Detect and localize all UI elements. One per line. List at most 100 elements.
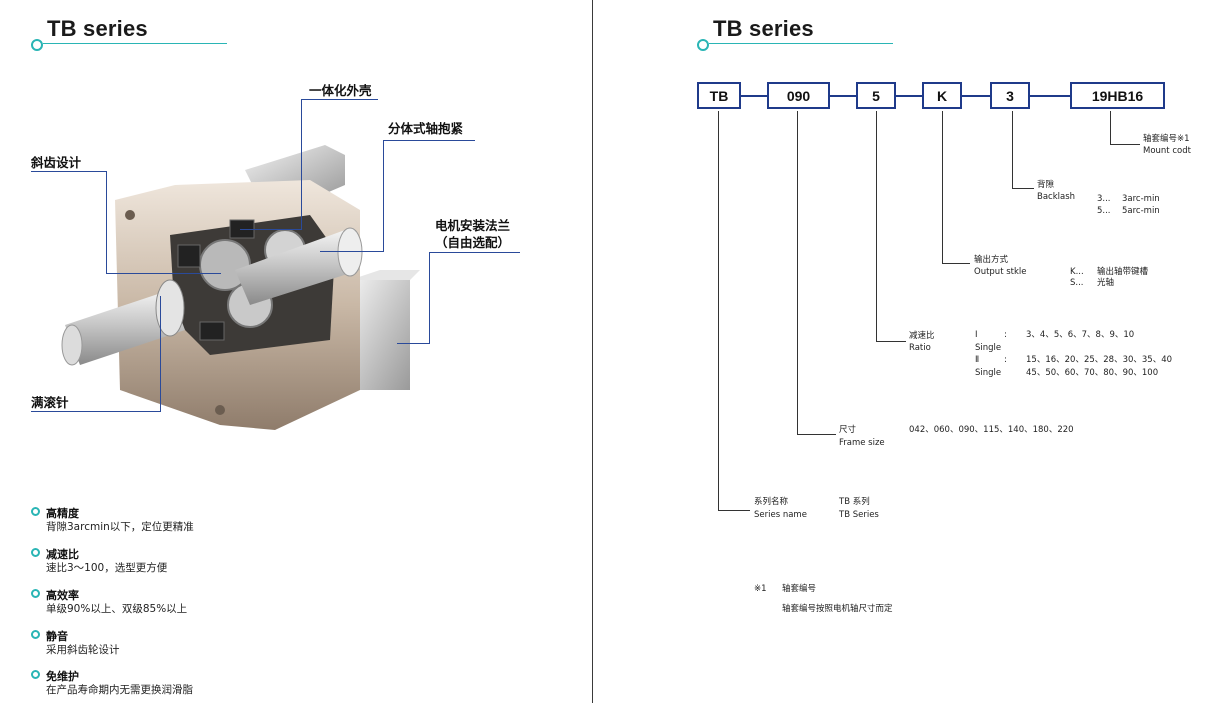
callout-split-clamp: 分体式轴抱紧 bbox=[388, 121, 464, 136]
frame-size-values: 042、060、090、115、140、180、220 bbox=[909, 425, 1074, 435]
feature-heading: 静音 bbox=[46, 630, 68, 643]
series-name-value-cn: TB 系列 bbox=[839, 497, 870, 507]
backlash-option-code: 5... bbox=[1097, 206, 1111, 216]
code-box-backlash: 3 bbox=[990, 82, 1030, 109]
code-connector bbox=[1030, 95, 1070, 97]
code-box-frame-size: 090 bbox=[767, 82, 830, 109]
feature-heading: 减速比 bbox=[46, 548, 79, 561]
feature-bullet-icon bbox=[31, 670, 40, 679]
output-style-option-value: 光轴 bbox=[1097, 278, 1115, 288]
code-box-mount-code: 19HB16 bbox=[1070, 82, 1165, 109]
backlash-label-cn: 背隙 bbox=[1037, 180, 1055, 190]
title-dot-icon bbox=[697, 39, 709, 51]
output-style-option-code: K... bbox=[1070, 267, 1084, 277]
leader-line bbox=[320, 251, 384, 252]
tree-line bbox=[1110, 111, 1111, 145]
series-name-label-cn: 系列名称 bbox=[754, 497, 789, 507]
code-connector bbox=[741, 95, 767, 97]
note-mark: ※1 bbox=[754, 584, 767, 594]
callout-helical-gear: 斜齿设计 bbox=[31, 155, 82, 170]
leader-line bbox=[383, 140, 475, 141]
title-rule bbox=[43, 43, 227, 44]
note-title: 轴套编号 bbox=[782, 584, 817, 594]
leader-line bbox=[429, 252, 430, 344]
code-box-ratio: 5 bbox=[856, 82, 896, 109]
feature-bullet-icon bbox=[31, 589, 40, 598]
leader-line bbox=[240, 229, 302, 230]
output-style-option-value: 输出轴带键槽 bbox=[1097, 267, 1149, 277]
callout-housing: 一体化外壳 bbox=[309, 83, 372, 98]
tree-line bbox=[718, 111, 719, 511]
leader-line bbox=[31, 171, 106, 172]
backlash-option-value: 5arc-min bbox=[1122, 206, 1160, 216]
note-text: 轴套编号按照电机轴尺寸而定 bbox=[782, 604, 893, 614]
page-divider bbox=[592, 0, 593, 703]
output-style-label-cn: 输出方式 bbox=[974, 255, 1009, 265]
tree-line bbox=[876, 111, 877, 342]
leader-line bbox=[383, 140, 384, 252]
code-connector bbox=[962, 95, 990, 97]
series-name-value-en: TB Series bbox=[839, 510, 879, 520]
output-shaft bbox=[65, 290, 185, 365]
ratio-stage: Ⅱ bbox=[975, 355, 980, 365]
tree-line bbox=[876, 341, 906, 342]
feature-heading: 高精度 bbox=[46, 507, 79, 520]
code-connector bbox=[830, 95, 856, 97]
frame-size-label-cn: 尺寸 bbox=[839, 425, 857, 435]
ratio-sep: : bbox=[1004, 355, 1007, 365]
tree-line bbox=[1110, 144, 1140, 145]
backlash-option-value: 3arc-min bbox=[1122, 194, 1160, 204]
ratio-stage: Single bbox=[975, 368, 1002, 378]
callout-motor-flange-note: （自由选配） bbox=[435, 235, 511, 250]
series-name-label-en: Series name bbox=[754, 510, 807, 520]
ratio-label-en: Ratio bbox=[909, 343, 931, 353]
tree-line bbox=[718, 510, 750, 511]
feature-bullet-icon bbox=[31, 548, 40, 557]
mount-code-label-cn: 轴套编号※1 bbox=[1143, 134, 1190, 144]
output-style-option-code: S... bbox=[1070, 278, 1084, 288]
feature-text: 在产品寿命期内无需更换润滑脂 bbox=[46, 684, 193, 696]
ratio-label-cn: 减速比 bbox=[909, 331, 935, 341]
code-box-series: TB bbox=[697, 82, 741, 109]
ratio-stage: Ⅰ bbox=[975, 330, 978, 340]
ratio-values: 45、50、60、70、80、90、100 bbox=[1026, 368, 1159, 378]
callout-needle-roller: 满滚针 bbox=[31, 395, 69, 410]
code-connector bbox=[896, 95, 922, 97]
tree-line bbox=[797, 434, 836, 435]
feature-heading: 免维护 bbox=[46, 670, 79, 683]
ratio-values: 3、4、5、6、7、8、9、10 bbox=[1026, 330, 1135, 340]
feature-bullet-icon bbox=[31, 507, 40, 516]
feature-text: 单级90%以上、双级85%以上 bbox=[46, 603, 188, 615]
tree-line bbox=[1012, 111, 1013, 188]
title-rule bbox=[709, 43, 893, 44]
tree-line bbox=[797, 111, 798, 434]
feature-bullet-icon bbox=[31, 630, 40, 639]
tree-line bbox=[942, 263, 970, 264]
frame-size-label-en: Frame size bbox=[839, 438, 885, 448]
callout-motor-flange: 电机安装法兰 bbox=[435, 218, 511, 233]
backlash-option-code: 3... bbox=[1097, 194, 1111, 204]
mount-code-label-en: Mount codt bbox=[1143, 146, 1191, 156]
leader-line bbox=[397, 343, 430, 344]
leader-line bbox=[106, 171, 107, 273]
leader-line bbox=[301, 99, 302, 229]
output-style-label-en: Output stkle bbox=[974, 267, 1027, 277]
ratio-stage: Single bbox=[975, 343, 1002, 353]
gearbox-cutaway-illustration bbox=[61, 145, 420, 430]
feature-text: 采用斜齿轮设计 bbox=[46, 644, 120, 656]
leader-line bbox=[31, 411, 160, 412]
backlash-label-en: Backlash bbox=[1037, 192, 1076, 202]
feature-text: 速比3～100，选型更方便 bbox=[46, 562, 168, 574]
feature-text: 背隙3arcmin以下，定位更精准 bbox=[46, 521, 194, 533]
ratio-values: 15、16、20、25、28、30、35、40 bbox=[1026, 355, 1173, 365]
ratio-sep: : bbox=[1004, 330, 1007, 340]
tree-line bbox=[1012, 188, 1034, 189]
code-box-output-style: K bbox=[922, 82, 962, 109]
leader-line bbox=[429, 252, 520, 253]
leader-line bbox=[160, 296, 161, 412]
leader-line bbox=[301, 99, 378, 100]
feature-heading: 高效率 bbox=[46, 589, 79, 602]
title-dot-icon bbox=[31, 39, 43, 51]
leader-line bbox=[106, 273, 221, 274]
page-title-right: TB series bbox=[713, 16, 814, 41]
